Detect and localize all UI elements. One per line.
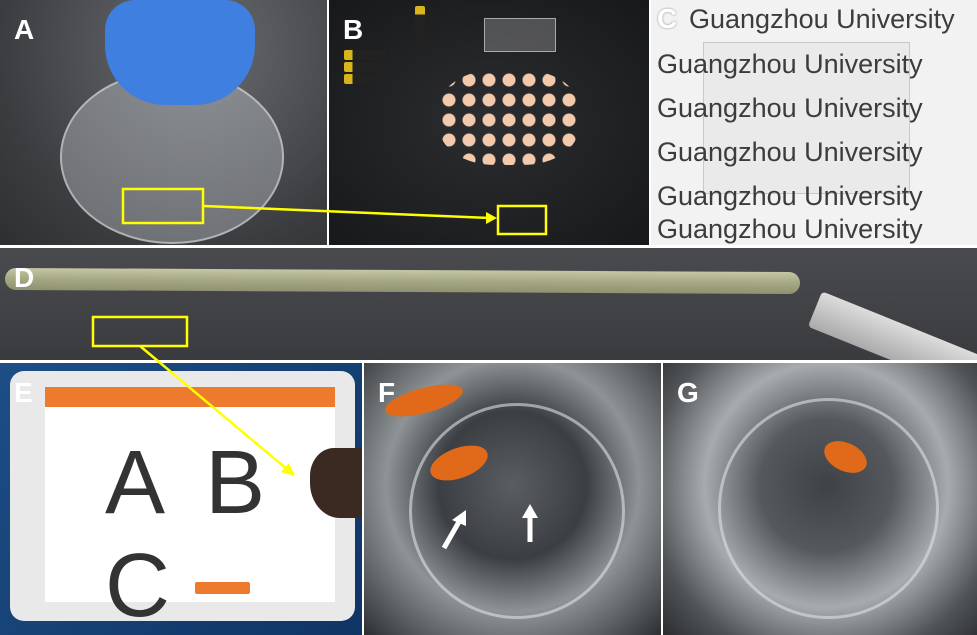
battery	[344, 50, 386, 60]
led-lights	[439, 70, 579, 165]
beaker-rim	[409, 403, 625, 619]
panel-f-fish-photo: F	[364, 363, 661, 635]
handwritten-letters: A B C	[105, 433, 276, 635]
tablet: A B C	[10, 371, 355, 635]
panel-a-membrane-photo: A	[0, 0, 327, 245]
battery	[344, 62, 386, 72]
text-line: Guangzhou University	[657, 137, 923, 167]
text-line: Guangzhou University	[689, 4, 955, 34]
panel-label-g: G	[677, 377, 699, 408]
panel-label-d: D	[14, 262, 35, 293]
text-line: Guangzhou University	[657, 49, 923, 79]
panel-label-b: B	[343, 14, 364, 45]
battery	[415, 6, 425, 48]
panel-d-fiber-photo: D	[0, 248, 977, 360]
syringe	[807, 291, 977, 360]
panel-b-circuit-photo: B	[329, 0, 649, 245]
panel-e-tablet-photo: A B C E	[0, 363, 362, 635]
app-button	[195, 582, 250, 594]
blue-glove	[105, 0, 255, 105]
transparent-film	[703, 42, 910, 194]
hydrogel-fiber	[4, 267, 801, 295]
panel-label-f: F	[378, 377, 396, 408]
hand	[310, 448, 362, 518]
panel-g-fish-photo: G	[663, 363, 977, 635]
panel-label-e: E	[14, 377, 33, 408]
text-line: Guangzhou University	[657, 93, 923, 123]
text-line: Guangzhou University	[657, 181, 923, 211]
beaker-rim	[718, 398, 939, 619]
text-line: Guangzhou University	[657, 214, 923, 244]
battery-box	[484, 18, 556, 52]
panel-c-transparency-photo: Guangzhou University Guangzhou Universit…	[651, 0, 977, 245]
panel-label-c: C	[657, 3, 678, 34]
app-header-bar	[45, 387, 335, 407]
tablet-screen: A B C	[45, 387, 335, 635]
battery	[344, 74, 386, 84]
panel-label-a: A	[14, 14, 35, 45]
